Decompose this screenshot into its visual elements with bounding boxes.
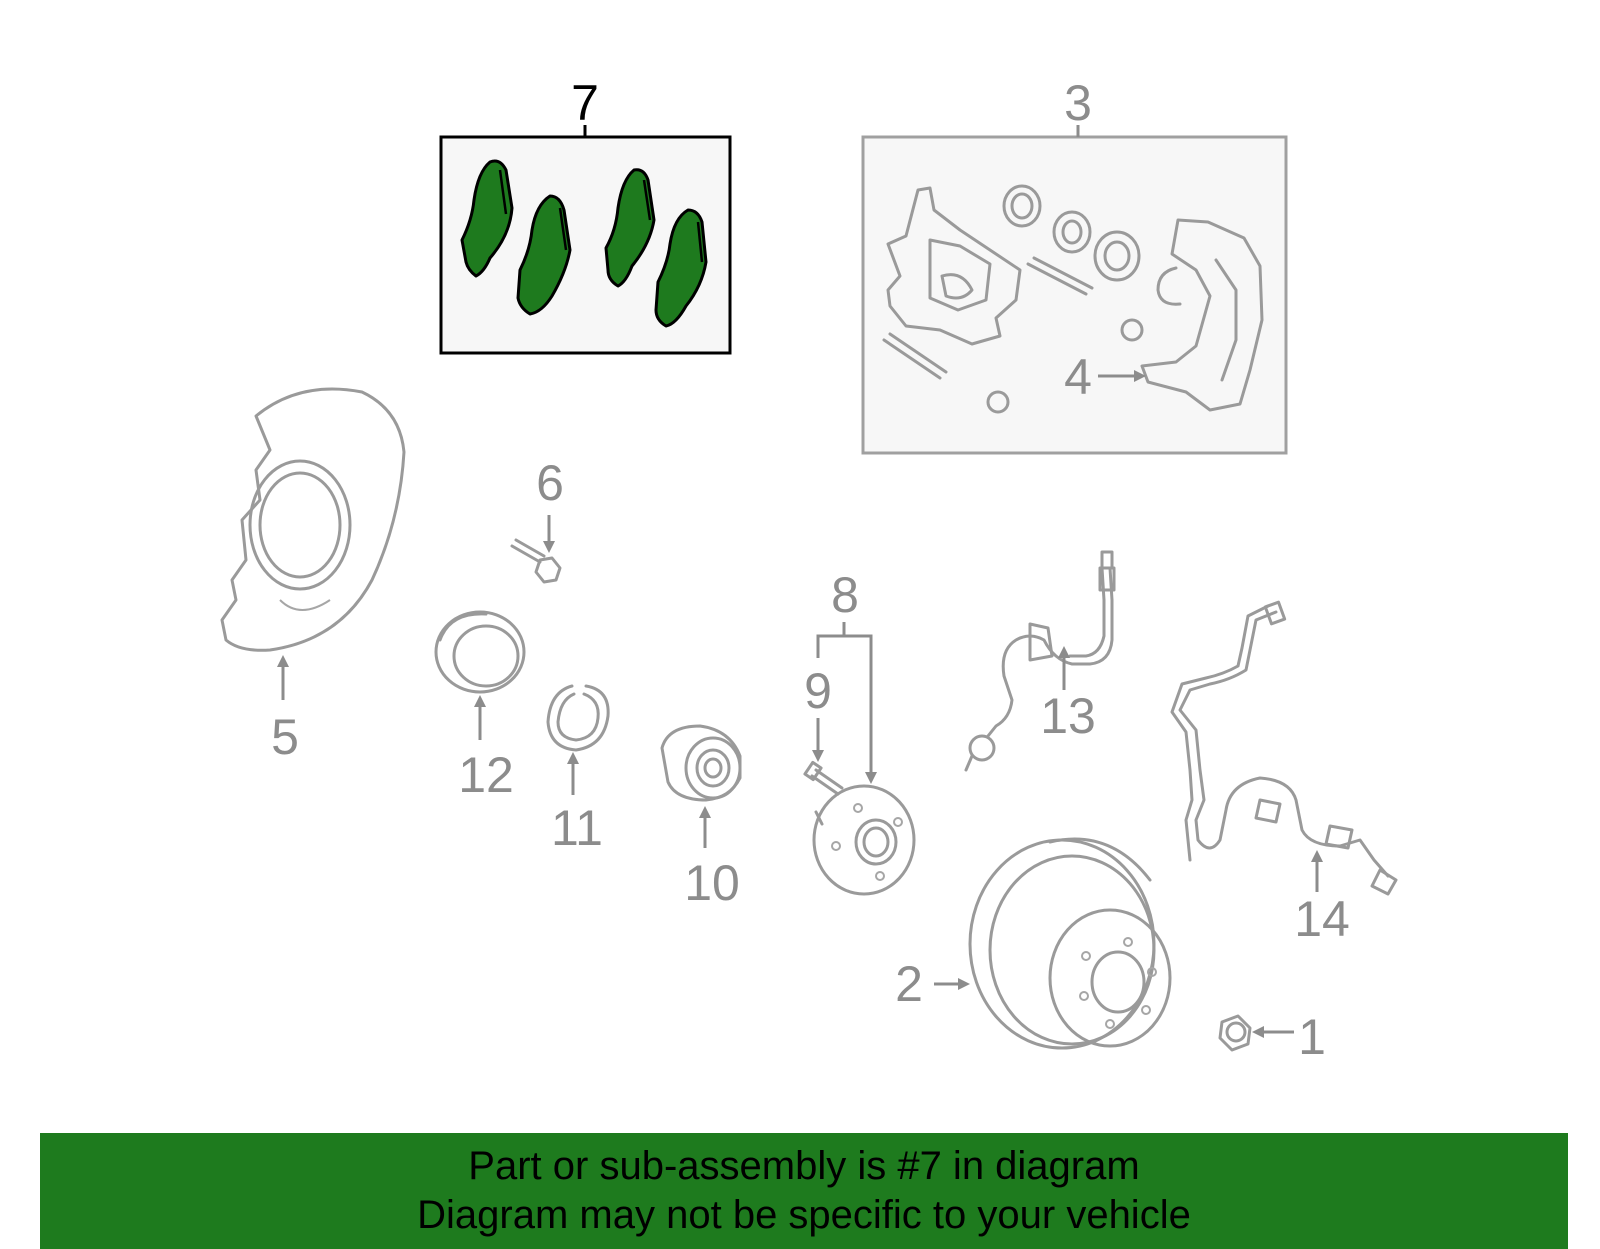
- guide-pins: [882, 256, 1144, 414]
- brake-pad-3: [604, 168, 656, 288]
- brake-pad-1: [460, 159, 514, 278]
- wheel-stud-9[interactable]: [803, 718, 844, 796]
- callout-4: 4: [1064, 349, 1092, 405]
- brake-pad-4: [654, 208, 708, 328]
- callout-11: 11: [551, 800, 603, 856]
- abs-sensor-13[interactable]: [964, 550, 1116, 772]
- hub-nut-1[interactable]: [1218, 1014, 1294, 1052]
- part-notice-line: Part or sub-assembly is #7 in diagram: [468, 1144, 1140, 1188]
- splash-shield[interactable]: [220, 387, 406, 700]
- snap-ring-11[interactable]: [546, 684, 610, 795]
- callout-14: 14: [1294, 891, 1350, 947]
- bolt-6[interactable]: [510, 515, 562, 584]
- caliper-assembly-group[interactable]: [861, 125, 1288, 455]
- callout-9: 9: [804, 663, 832, 719]
- hub-assembly-8[interactable]: [812, 622, 916, 896]
- callout-1: 1: [1298, 1009, 1326, 1065]
- callout-10: 10: [684, 855, 740, 911]
- part-notice-banner: Part or sub-assembly is #7 in diagram Di…: [40, 1133, 1568, 1249]
- piston-seal-parts: [1002, 184, 1182, 306]
- brake-pad-kit-group[interactable]: [439, 125, 732, 355]
- parts-diagram: 7 3 4 5 6 8 9 12 11 10 13 14 2 1: [220, 75, 1398, 1065]
- wheel-bearing-10[interactable]: [660, 724, 742, 848]
- callout-3: 3: [1064, 75, 1092, 131]
- brake-pad-2: [516, 194, 572, 316]
- callout-4-arrow: [1098, 370, 1146, 382]
- callout-5: 5: [271, 709, 299, 765]
- caliper-assembly-box: [861, 135, 1288, 455]
- callout-12: 12: [458, 747, 514, 803]
- abs-harness-14[interactable]: [1170, 600, 1398, 896]
- callout-2: 2: [895, 956, 923, 1012]
- brake-rotor-2[interactable]: [934, 837, 1172, 1050]
- seal-12[interactable]: [434, 610, 526, 740]
- callout-8: 8: [831, 567, 859, 623]
- callout-7: 7: [571, 75, 599, 131]
- vehicle-disclaimer-line: Diagram may not be specific to your vehi…: [417, 1193, 1191, 1237]
- caliper-bracket: [1140, 218, 1264, 412]
- caliper-body: [886, 186, 1022, 346]
- callout-6: 6: [536, 455, 564, 511]
- callout-13: 13: [1040, 688, 1096, 744]
